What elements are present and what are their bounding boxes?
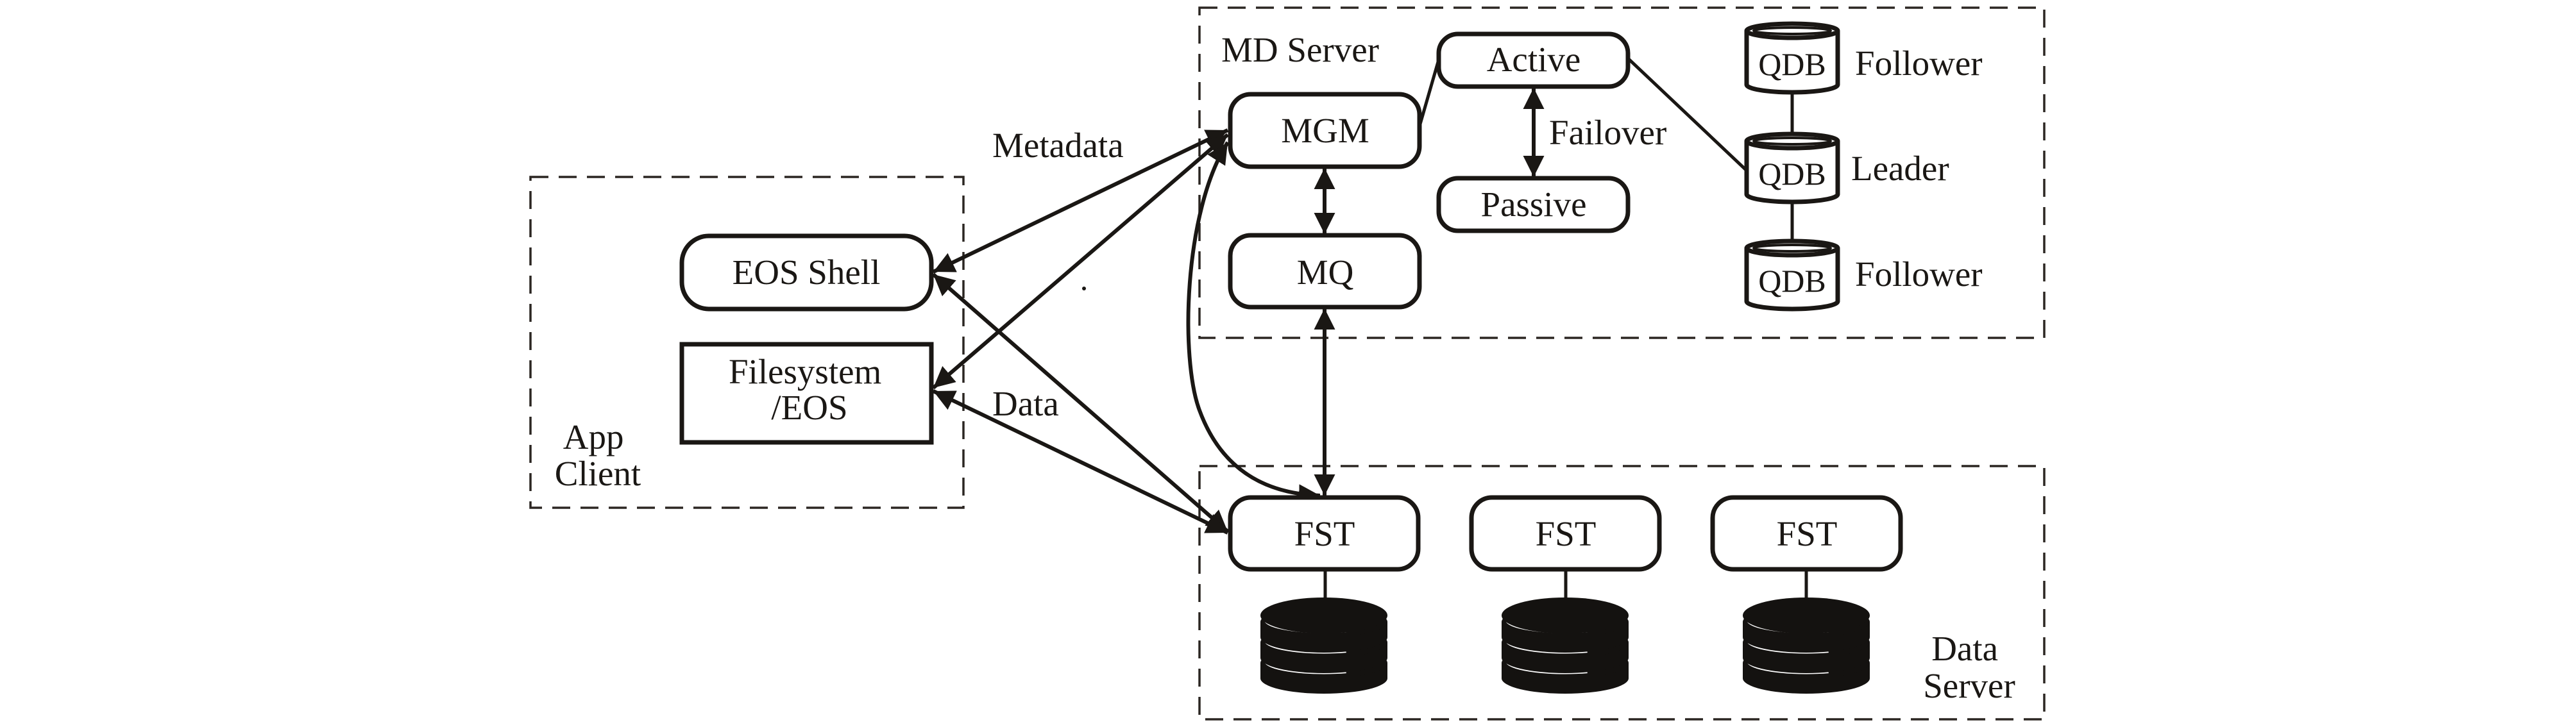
fst-node-3[interactable]: FST	[1710, 495, 1903, 572]
data-server-group	[1198, 465, 2046, 721]
mq-label: MQ	[1297, 253, 1354, 292]
metadata-label: Metadata	[992, 126, 1124, 165]
filesystem-eos-label: Filesystem /EOS	[729, 352, 890, 427]
fst-label: FST	[1294, 514, 1355, 553]
mgm-node[interactable]: MGM	[1228, 92, 1422, 169]
mq-node[interactable]: MQ	[1228, 233, 1422, 310]
eos-shell-node[interactable]: EOS Shell	[679, 233, 934, 312]
fst-label: FST	[1536, 514, 1597, 553]
qdb-label: QDB	[1758, 156, 1826, 192]
data-label: Data	[992, 384, 1059, 423]
eos-shell-label: EOS Shell	[733, 253, 881, 292]
stray-dot	[1082, 287, 1086, 290]
active-node[interactable]: Active	[1436, 31, 1631, 89]
edge-active-qdb-leader	[1627, 57, 1748, 172]
passive-node[interactable]: Passive	[1436, 176, 1631, 233]
failover-label: Failover	[1549, 113, 1666, 152]
data-server-label-line2: Server	[1923, 666, 2015, 705]
filesystem-eos-node[interactable]: Filesystem /EOS	[679, 342, 934, 445]
edge-mgm-filesystem	[932, 133, 1229, 390]
disk-storage-icon	[1502, 597, 1629, 694]
edge-fst-eos-shell	[932, 272, 1229, 533]
disk-storage-icon	[1743, 597, 1870, 694]
data-server-label: Data Server	[1923, 629, 2015, 705]
app-client-label: App Client	[555, 417, 641, 493]
disk-storage-icon	[1260, 597, 1387, 694]
active-label: Active	[1487, 40, 1581, 79]
qdb-label: QDB	[1758, 263, 1826, 299]
fst-label: FST	[1777, 514, 1838, 553]
fst-node-2[interactable]: FST	[1469, 495, 1662, 572]
qdb-follower-2[interactable]: QDB	[1744, 238, 1840, 312]
edge-fst-filesystem	[932, 389, 1229, 535]
app-client-label-line1: App	[563, 417, 624, 456]
md-server-label: MD Server	[1221, 30, 1379, 69]
mgm-label: MGM	[1281, 111, 1369, 150]
filesystem-label-line1: Filesystem	[729, 352, 881, 391]
qdb-role-label: Follower	[1855, 44, 1983, 83]
edge-mgm-active	[1418, 59, 1441, 127]
edge-fst-mgm-curved	[1186, 141, 1321, 506]
qdb-label: QDB	[1758, 46, 1826, 82]
data-server-label-line1: Data	[1931, 629, 1998, 668]
filesystem-label-line2: /EOS	[771, 388, 847, 427]
passive-label: Passive	[1481, 185, 1587, 224]
qdb-leader[interactable]: QDB	[1744, 131, 1840, 205]
app-client-label-line2: Client	[555, 454, 641, 493]
qdb-follower-1[interactable]: QDB	[1744, 21, 1840, 95]
fst-node-1[interactable]: FST	[1228, 495, 1421, 572]
qdb-role-label: Leader	[1851, 149, 1949, 188]
qdb-role-label: Follower	[1855, 255, 1983, 294]
edges	[932, 57, 1808, 599]
